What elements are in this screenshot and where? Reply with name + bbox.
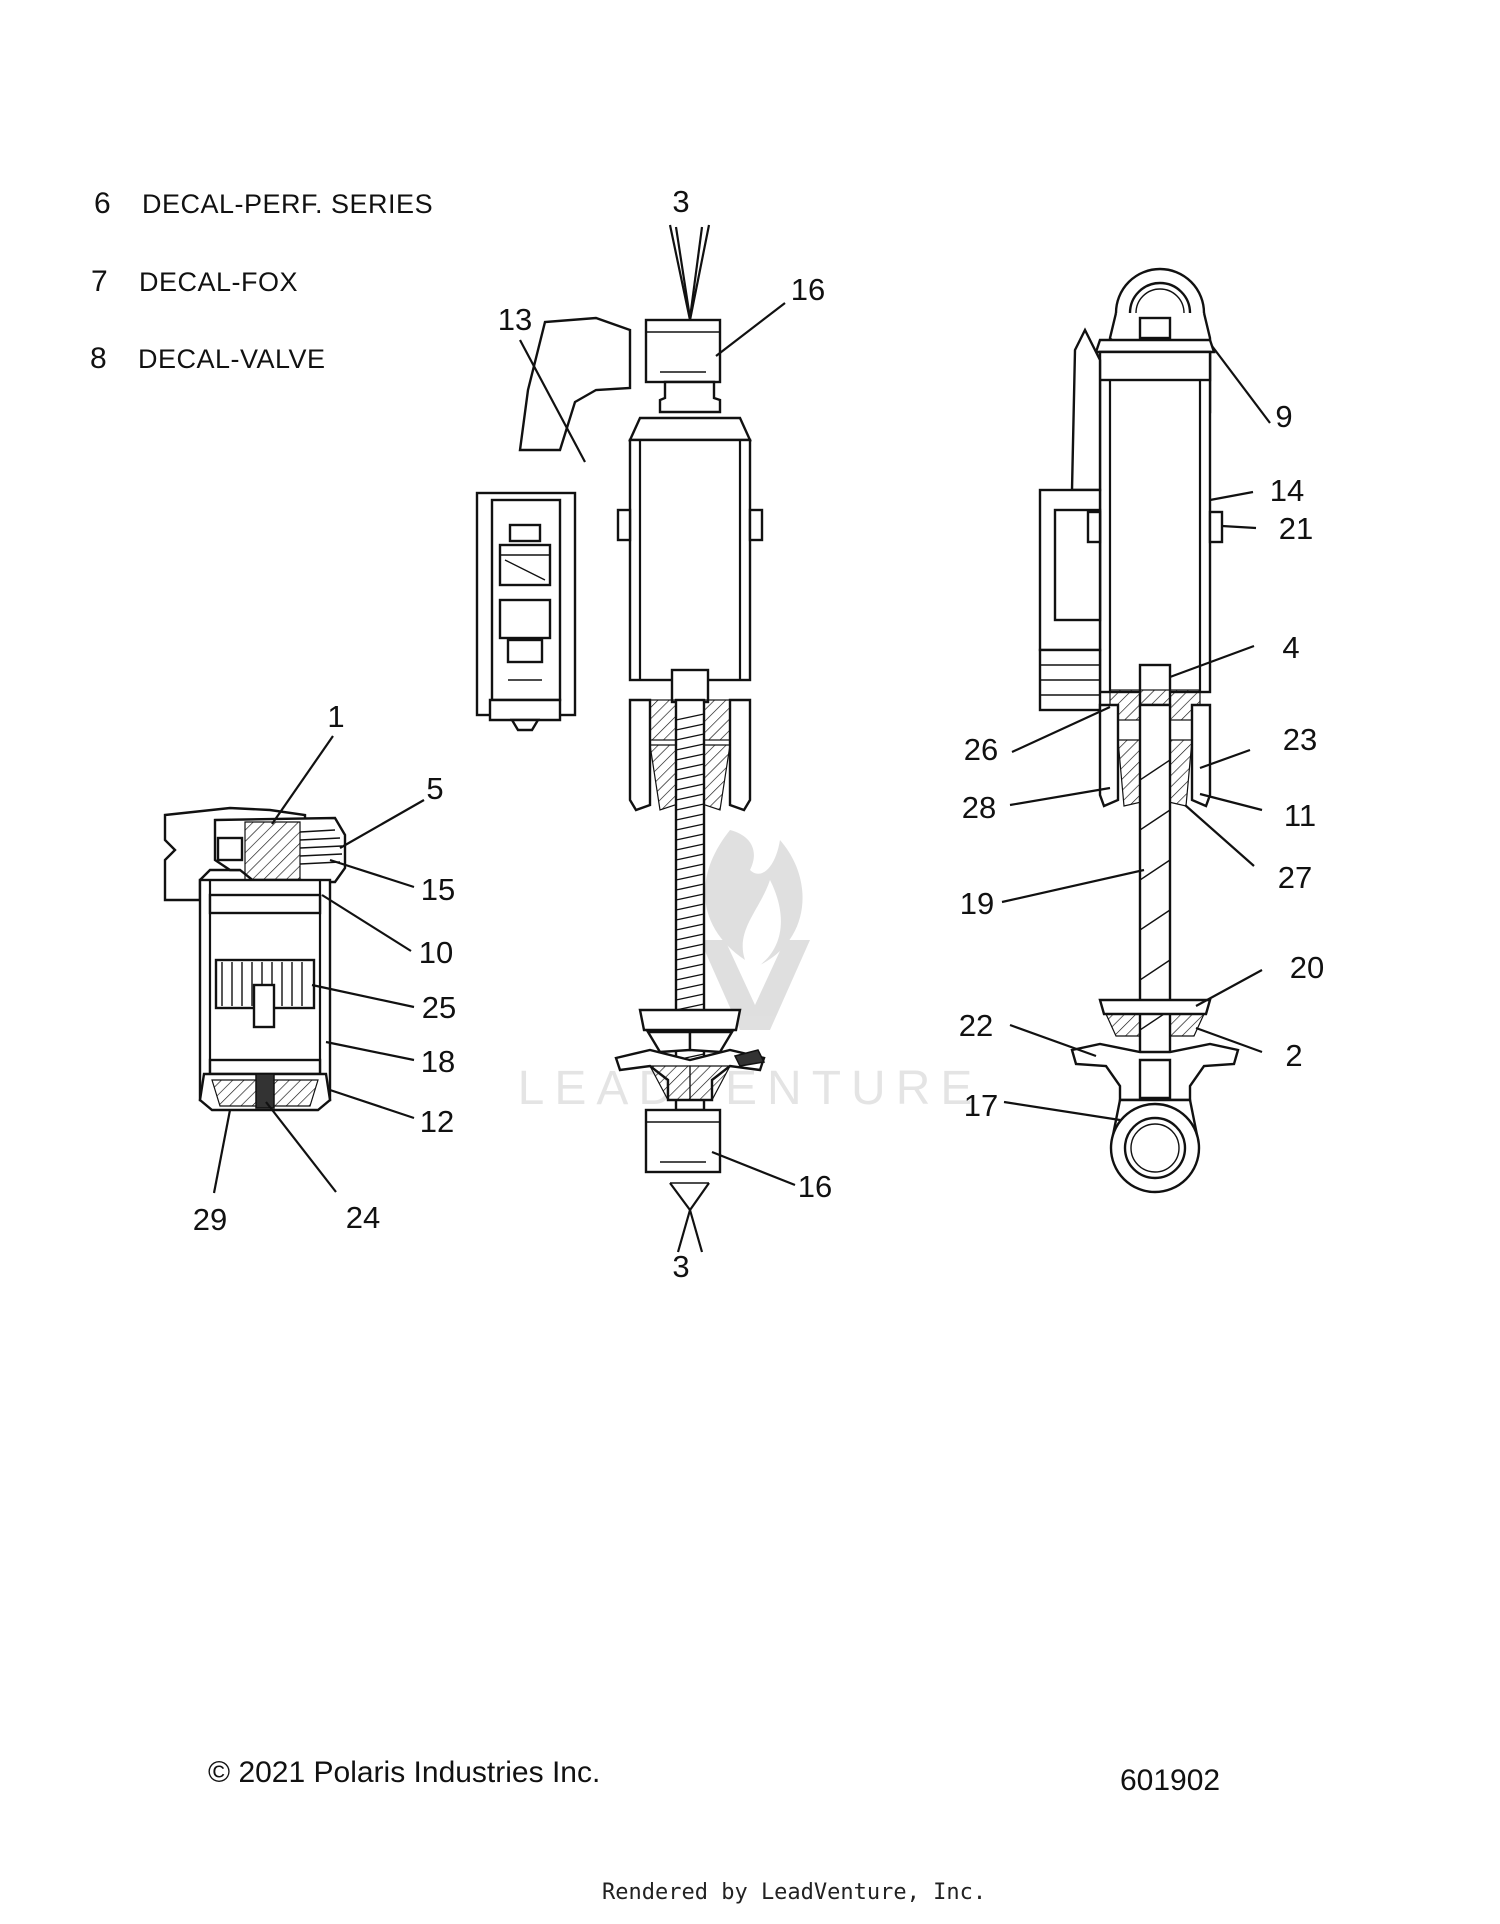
callout-4: 4 [1282, 630, 1299, 665]
legend-item-8: 8 DECAL-VALVE [90, 342, 326, 376]
legend-number: 7 [91, 265, 108, 298]
callout-19: 19 [960, 886, 994, 921]
watermark-text: LEADVENTURE [518, 1062, 983, 1115]
legend-item-6: 6 DECAL-PERF. SERIES [94, 187, 433, 221]
legend-number: 6 [94, 187, 111, 220]
callout-21: 21 [1279, 511, 1313, 546]
callout-13: 13 [498, 302, 532, 337]
callout-26: 26 [964, 732, 998, 767]
callout-27: 27 [1278, 860, 1312, 895]
callout-3-bottom: 3 [672, 1249, 689, 1284]
legend-description: DECAL-FOX [139, 267, 299, 297]
callout-23: 23 [1283, 722, 1317, 757]
callout-20: 20 [1290, 950, 1324, 985]
callout-18: 18 [421, 1044, 455, 1079]
callout-9: 9 [1275, 399, 1292, 434]
legend-description: DECAL-VALVE [138, 344, 326, 374]
callout-5: 5 [426, 771, 443, 806]
left-reservoir [163, 806, 347, 1112]
callout-25: 25 [422, 990, 456, 1025]
watermark-logo [700, 830, 810, 1030]
callout-24: 24 [346, 1200, 380, 1235]
callout-29: 29 [193, 1202, 227, 1237]
callout-16-top: 16 [791, 272, 825, 307]
callout-16-bottom: 16 [798, 1169, 832, 1204]
callout-28: 28 [962, 790, 996, 825]
callout-12: 12 [420, 1104, 454, 1139]
callout-22: 22 [959, 1008, 993, 1043]
leader-lines [212, 226, 1271, 1253]
callout-1: 1 [327, 699, 344, 734]
legend-number: 8 [90, 342, 107, 375]
callout-11: 11 [1284, 798, 1316, 833]
callout-10: 10 [419, 935, 453, 970]
diagram-id: 601902 [1120, 1764, 1221, 1797]
callout-3-top: 3 [672, 184, 689, 219]
callout-17: 17 [964, 1088, 998, 1123]
rendered-by-credit: Rendered by LeadVenture, Inc. [602, 1880, 987, 1905]
copyright-notice: © 2021 Polaris Industries Inc. [208, 1756, 601, 1789]
callout-15: 15 [421, 872, 455, 907]
callout-numbers: 3 16 13 16 3 9 14 21 4 26 23 28 11 27 19… [193, 184, 1324, 1284]
callout-14: 14 [1270, 473, 1304, 508]
right-shock [1038, 267, 1240, 1194]
center-shock [475, 224, 766, 1212]
callout-2: 2 [1285, 1038, 1302, 1073]
legend-item-7: 7 DECAL-FOX [91, 265, 298, 299]
legend-description: DECAL-PERF. SERIES [142, 189, 434, 219]
